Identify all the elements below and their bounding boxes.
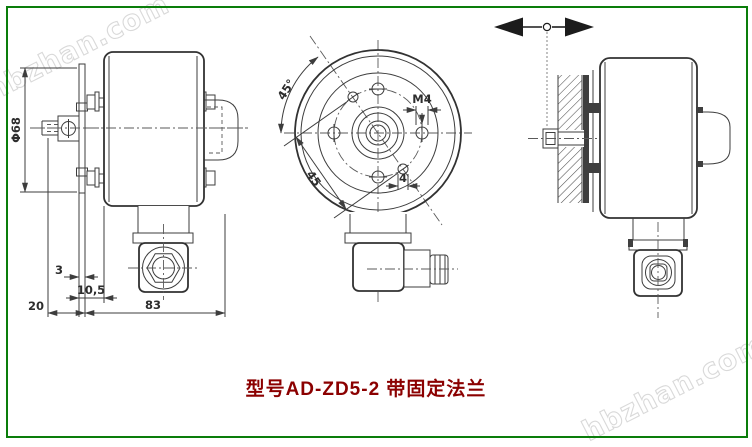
device-body-mounted <box>599 57 698 219</box>
dim-flange-thickness: 3 <box>55 263 98 280</box>
model-caption: 型号AD-ZD5-2 带固定法兰 <box>246 377 487 400</box>
label-m4-thread: M4 <box>403 92 441 125</box>
flange-plate-mounted <box>583 75 589 203</box>
svg-text:Φ68: Φ68 <box>9 117 23 143</box>
dim-hole-width: 4 <box>386 171 420 190</box>
side-bottom-dimensions: 3 10,5 20 83 <box>28 138 226 317</box>
rear-cover-cap <box>204 99 239 161</box>
svg-text:83: 83 <box>145 298 161 312</box>
svg-text:M4: M4 <box>412 92 431 106</box>
diagonal-holes <box>347 91 409 175</box>
side-view-drawing: Φ68 3 10,5 20 <box>9 51 248 317</box>
shaft-end <box>369 124 387 142</box>
svg-text:20: 20 <box>28 299 44 313</box>
travel-direction-arrows-icon <box>494 17 594 37</box>
mounted-connector <box>628 218 688 318</box>
svg-text:45: 45 <box>303 168 324 189</box>
rear-cover-cap-mounted <box>696 107 731 167</box>
side-connector <box>128 206 199 300</box>
flange-plate <box>78 63 86 194</box>
dim-body-length: 83 <box>84 298 226 316</box>
front-view-drawing: 45° 45 M4 4 <box>274 35 472 302</box>
shaft-through-wall <box>528 128 604 149</box>
dim-flange-diameter: Φ68 <box>9 67 77 193</box>
svg-text:3: 3 <box>55 263 63 277</box>
dim-hub-offset: 10,5 <box>66 283 117 301</box>
green-border-frame <box>6 6 748 438</box>
dim-hole-spacing: 45 <box>283 100 399 219</box>
svg-text:4: 4 <box>399 171 407 185</box>
svg-text:45°: 45° <box>274 77 298 103</box>
diagonal-centerline <box>309 35 443 226</box>
watermark-bottom-right: hbzhan.com <box>577 327 752 447</box>
front-connector <box>344 212 458 292</box>
device-body-side <box>103 51 205 207</box>
mounted-view-drawing <box>494 17 731 318</box>
svg-text:10,5: 10,5 <box>77 283 105 297</box>
dim-shaft-length: 20 <box>28 299 86 316</box>
